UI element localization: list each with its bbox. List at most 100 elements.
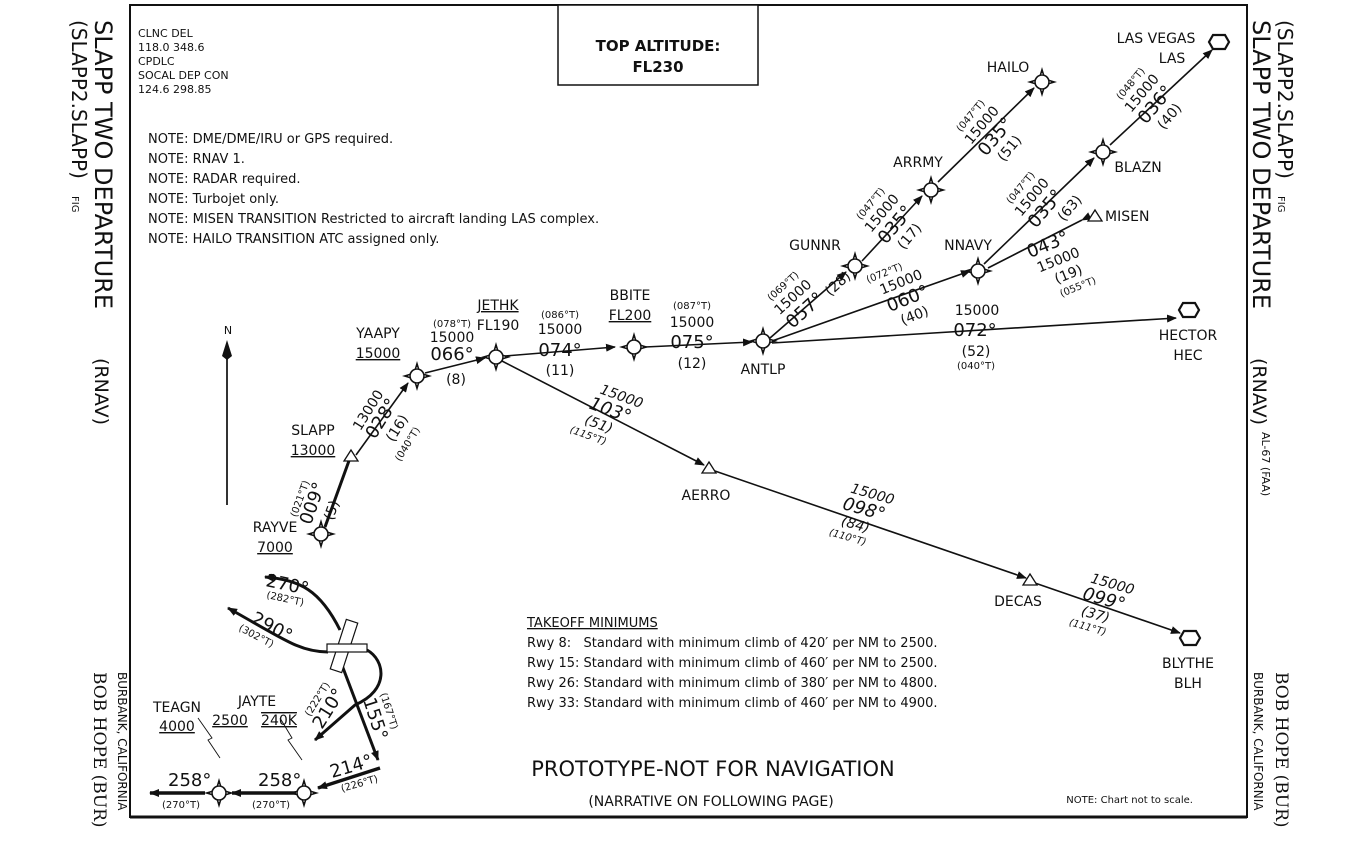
fix-hailo-icon[interactable] [1026, 66, 1058, 98]
navaid-hec-icon[interactable] [1177, 301, 1201, 319]
takeoff-minimums-title: TAKEOFF MINIMUMS [526, 616, 658, 631]
leg-aerro-decas: 15000 098° (84) (110°T) [828, 481, 896, 549]
freq-line: 118.0 348.6 [138, 41, 204, 54]
route-bbite-antlp [644, 338, 753, 348]
narrative-note: (NARRATIVE ON FOLLOWING PAGE) [588, 794, 833, 810]
route-jethk-bbite [504, 343, 616, 357]
route-lines [149, 49, 1213, 797]
navaid-blh-id: BLH [1174, 676, 1202, 692]
fix-arrmy-name: ARRMY [893, 155, 943, 171]
route-blazn-las [1109, 49, 1213, 146]
route-290 [227, 606, 329, 654]
leg-true: (078°T) [433, 319, 471, 330]
leg-jethk-bbite: (086°T) 15000 074° (11) [538, 310, 583, 379]
navaid-blh-name: BLYTHE [1162, 656, 1214, 672]
frequency-block: CLNC DEL 118.0 348.6 CPDLC SOCAL DEP CON… [138, 27, 229, 96]
fix-bbite-icon[interactable] [618, 331, 650, 363]
leg-bbite-antlp: (087°T) 15000 075° (12) [670, 301, 715, 372]
fix-yaapy-alt: 15000 [356, 346, 401, 362]
route-270 [264, 573, 342, 631]
fix-nnavy-name: NNAVY [944, 238, 992, 254]
leg-alt: 15000 [670, 315, 715, 331]
fix-jethk-icon[interactable] [480, 341, 512, 373]
leg-blazn-las: (048°T) 15000 036° (40) [1115, 66, 1185, 133]
city-left: BURBANK, CALIFORNIA [115, 672, 129, 811]
navaid-blh-icon[interactable] [1178, 629, 1202, 647]
fix-yaapy-name: YAAPY [355, 326, 400, 342]
leg-dist: (84) [839, 513, 871, 536]
fix-rayve-name: RAYVE [253, 520, 298, 536]
north-label: N [224, 324, 232, 337]
leg-true: (086°T) [541, 310, 579, 321]
freq-line: SOCAL DEP CON [138, 69, 229, 82]
route-arrmy-hailo [937, 87, 1035, 183]
note: NOTE: RNAV 1. [148, 152, 245, 167]
route-yaapy-jethk [424, 356, 486, 374]
north-arrow: N [222, 324, 232, 505]
route-nnavy-misen [987, 212, 1092, 269]
freq-line: CLNC DEL [138, 27, 194, 40]
route-jethk-aerro [499, 359, 705, 466]
heading-258-jayte: 258° [258, 770, 301, 791]
computer-code-right: (SLAPP2.SLAPP) [1273, 20, 1297, 179]
route-decas-blh [1031, 581, 1181, 634]
leg-gunnr-arrmy: (047°T) 15000 035° (17) [855, 186, 925, 253]
takeoff-row: Rwy 8: Standard with minimum climb of 42… [527, 636, 938, 651]
airport-left: BOB HOPE (BUR) [89, 672, 109, 828]
city-right: BURBANK, CALIFORNIA [1251, 672, 1265, 811]
chart-title-suffix-left: (RNAV) [90, 358, 112, 425]
fix-slapp-alt: 13000 [291, 443, 336, 459]
heading-258-teagn-true: (270°T) [162, 800, 200, 811]
fix-aerro-icon[interactable] [701, 461, 717, 474]
leg-jethk-aerro: 15000 103° (51) (115°T) [568, 382, 645, 448]
jayte-feeder-line [279, 717, 303, 761]
navaid-las-icon[interactable] [1207, 33, 1231, 51]
takeoff-row: Rwy 15: Standard with minimum climb of 4… [527, 656, 938, 671]
heading-258-jayte-true: (270°T) [252, 800, 290, 811]
route-gunnr-arrmy [861, 195, 923, 262]
navaid-las-name: LAS VEGAS [1117, 31, 1196, 47]
leg-nnavy-blazn: (047°T) 15000 035° (63) [1005, 170, 1086, 232]
leg-annotations: (021°T) 009° (5) 13000 028° (16) (040°T)… [289, 66, 1185, 639]
leg-slapp-yaapy: 13000 028° (16) (040°T) [350, 387, 423, 463]
leg-decas-blh: 15000 099° (37) (111°T) [1068, 571, 1136, 639]
fix-bbite-name: BBITE [610, 288, 651, 304]
fix-antlp-icon[interactable] [747, 325, 779, 357]
fix-decas-icon[interactable] [1022, 573, 1038, 586]
route-rayve-slapp [318, 457, 352, 537]
fix-teagn-alt: 4000 [159, 719, 195, 735]
leg-true: (087°T) [673, 301, 711, 312]
chart-title-suffix-right: (RNAV) [1248, 358, 1270, 425]
top-altitude-box [557, 4, 759, 86]
heading-258-teagn: 258° [168, 770, 211, 791]
leg-alt: 15000 [538, 322, 583, 338]
left-title-block: SLAPP TWO DEPARTURE (RNAV) [89, 20, 117, 425]
leg-course: 072° [953, 320, 996, 341]
note: NOTE: MISEN TRANSITION Restricted to air… [148, 212, 599, 227]
leg-nnavy-misen: 043° 15000 (19) (055°T) [1024, 227, 1098, 300]
fix-bbite-alt: FL200 [609, 308, 652, 324]
fix-gunnr-name: GUNNR [789, 238, 841, 254]
note: NOTE: DME/DME/IRU or GPS required. [148, 132, 393, 147]
takeoff-row: Rwy 26: Standard with minimum climb of 3… [527, 676, 938, 691]
notes-block: NOTE: DME/DME/IRU or GPS required. NOTE:… [148, 132, 599, 247]
fix-slapp-icon[interactable] [343, 449, 359, 462]
leg-antlp-nnavy: (072°T) 15000 060° (40) [865, 262, 932, 329]
takeoff-row: Rwy 33: Standard with minimum climb of 4… [527, 696, 938, 711]
note: NOTE: HAILO TRANSITION ATC assigned only… [148, 232, 439, 247]
leg-dist: (5) [321, 498, 343, 522]
runway-icon [326, 618, 368, 674]
fix-misen-name: MISEN [1105, 209, 1149, 225]
note: NOTE: RADAR required. [148, 172, 300, 187]
leg-antlp-gunnr: (069°T) 15000 057° (28) [766, 269, 854, 333]
airport-right: BOB HOPE (BUR) [1271, 672, 1291, 828]
fix-hailo-name: HAILO [987, 60, 1030, 76]
fix-yaapy-icon[interactable] [401, 360, 433, 392]
leg-true: (040°T) [957, 361, 995, 372]
fix-misen-icon[interactable] [1087, 209, 1103, 222]
navaid-hec-id: HEC [1173, 348, 1202, 364]
fix-antlp-name: ANTLP [741, 362, 786, 378]
freq-line: 124.6 298.85 [138, 83, 211, 96]
fig-left: FIG [69, 196, 80, 212]
